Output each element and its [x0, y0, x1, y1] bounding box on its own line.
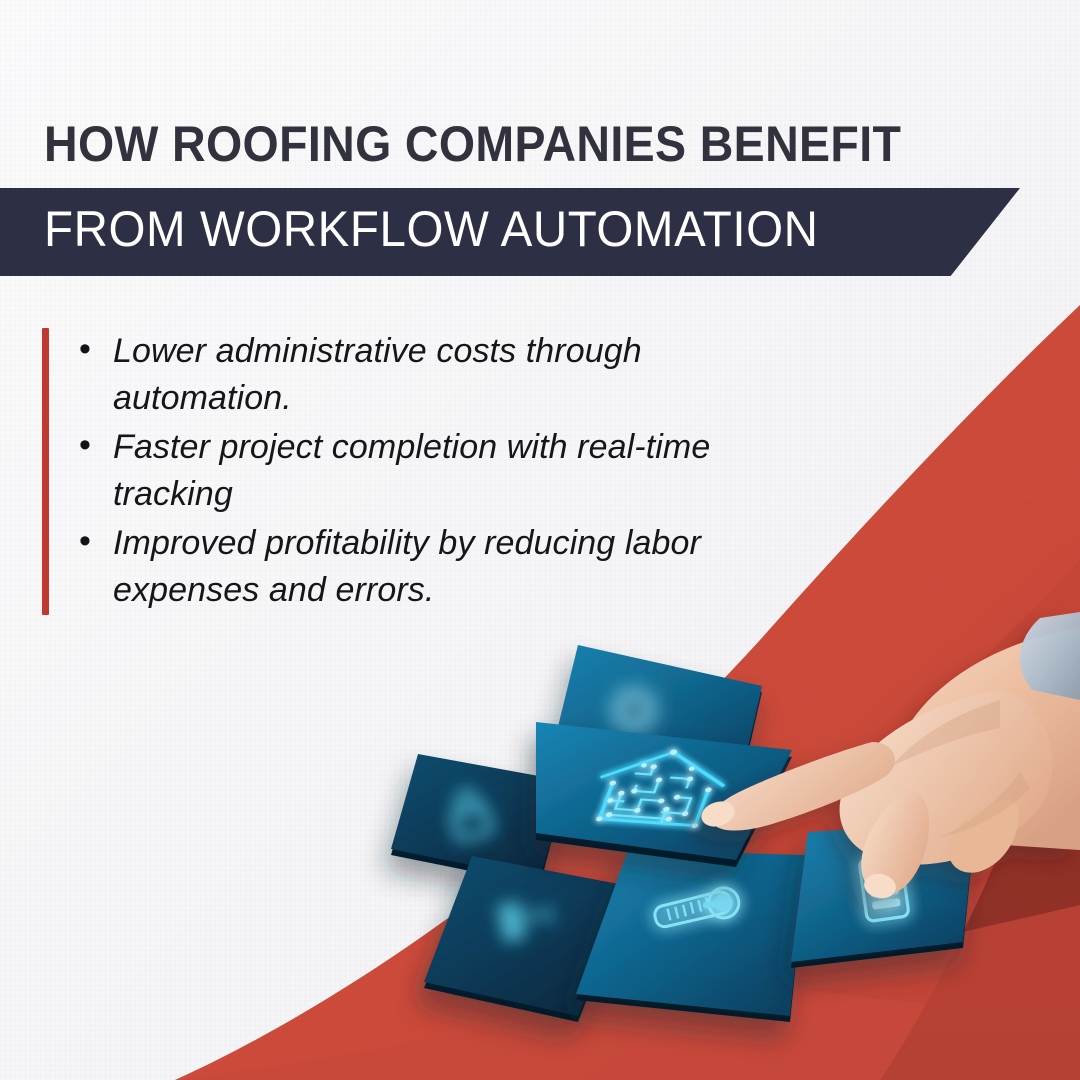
list-item: Improved profitability by reducing labor…: [77, 518, 727, 614]
hourglass-icon: [497, 901, 554, 943]
list-item: Faster project completion with real-time…: [77, 422, 727, 518]
list-item: Lower administrative costs through autom…: [77, 326, 727, 422]
thermometer-icon: [653, 886, 741, 929]
pointing-hand: [701, 612, 1080, 899]
red-wedge-lower: [178, 905, 1080, 1080]
gear-icon: [605, 681, 663, 739]
page-title-line-2: FROM WORKFLOW AUTOMATION: [44, 201, 819, 257]
tile-hourglass[interactable]: [424, 856, 629, 1022]
lock-icon: [450, 789, 494, 842]
tile-lock[interactable]: [391, 754, 566, 885]
page-title-line-1: HOW ROOFING COMPANIES BENEFIT: [44, 116, 902, 172]
house-circuit-icon: [596, 749, 726, 829]
tile-thermometer[interactable]: [576, 850, 806, 1022]
tile-house-circuit[interactable]: [536, 722, 792, 867]
title-banner: [0, 188, 1020, 276]
list-accent-bar: [42, 328, 49, 616]
benefits-list: Lower administrative costs through autom…: [49, 326, 727, 615]
benefits-list-block: Lower administrative costs through autom…: [42, 326, 727, 616]
